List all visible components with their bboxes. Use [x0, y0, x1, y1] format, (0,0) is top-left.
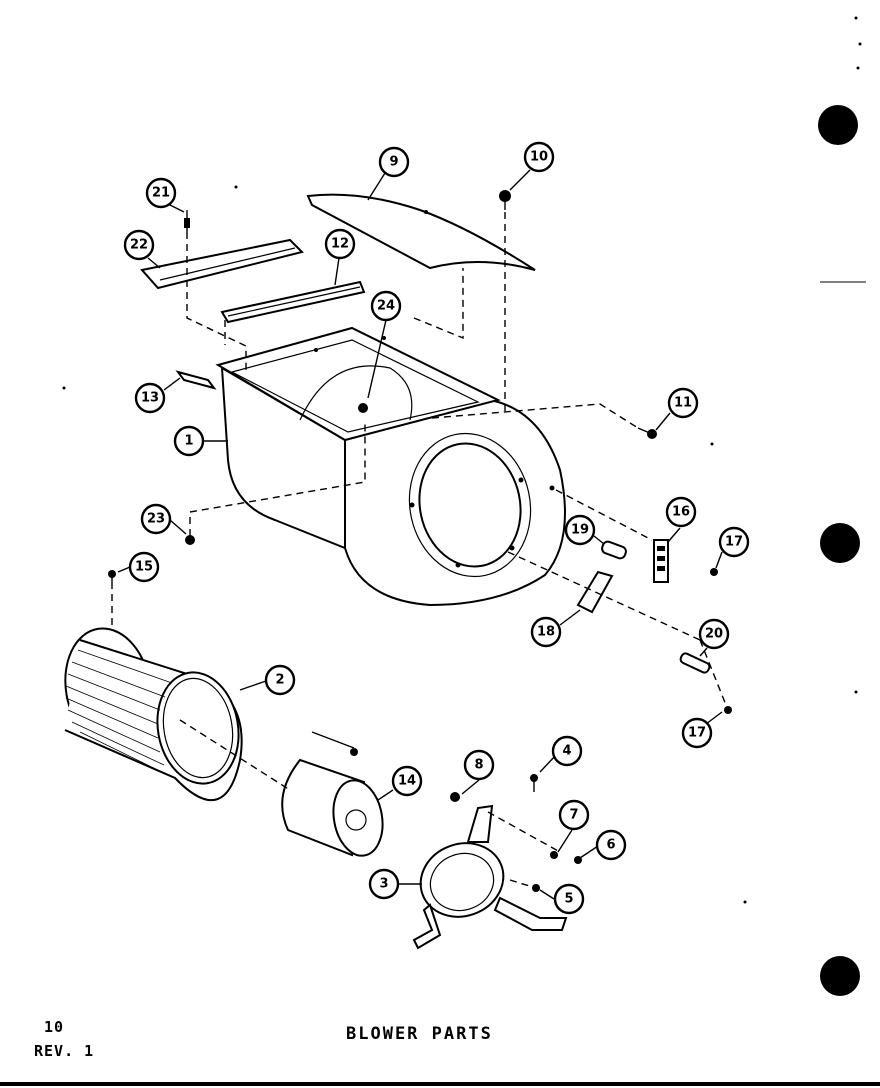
callout-16: 16: [665, 496, 697, 528]
callout-label: 18: [537, 625, 555, 640]
callout-24: 24: [370, 290, 402, 322]
leader-lines: [117, 169, 723, 900]
binder-hole-top: [818, 105, 858, 145]
callout-label: 20: [705, 627, 723, 642]
blower-housing: [215, 326, 566, 607]
callout-11: 11: [667, 387, 699, 419]
callout-label: 1: [184, 434, 193, 449]
scan-specks: [62, 16, 866, 904]
callout-6: 6: [595, 829, 627, 861]
callout-2: 2: [264, 664, 296, 696]
callout-3: 3: [368, 868, 400, 900]
motor-mount: [412, 774, 582, 950]
plate-18: [576, 570, 614, 614]
callout-label: 3: [379, 877, 388, 892]
callout-19: 19: [564, 514, 596, 546]
callout-21: 21: [145, 177, 177, 209]
terminal-block-16: [653, 539, 669, 583]
callout-label: 22: [130, 238, 148, 253]
callout-23: 23: [140, 503, 172, 535]
blower-wheel: [64, 627, 243, 802]
callout-20: 20: [698, 618, 730, 650]
callout-label: 13: [141, 391, 159, 406]
callout-label: 7: [569, 808, 578, 823]
callout-label: 15: [135, 560, 153, 575]
plug-19: [601, 540, 627, 560]
callout-8: 8: [463, 749, 495, 781]
callout-13: 13: [134, 382, 166, 414]
callout-label: 5: [564, 892, 573, 907]
screw-24: [358, 403, 368, 413]
callout-label: 17: [688, 726, 706, 741]
screw-23: [185, 535, 195, 545]
strip-22: [140, 238, 304, 290]
callout-label: 24: [377, 299, 395, 314]
binder-hole-bottom: [820, 956, 860, 996]
callout-12: 12: [324, 228, 356, 260]
callout-label: 14: [398, 774, 416, 789]
callout-5: 5: [553, 883, 585, 915]
callout-9: 9: [378, 146, 410, 178]
callout-label: 23: [147, 512, 165, 527]
bracket-13: [175, 370, 217, 390]
alignment-lines: [111, 212, 729, 889]
callout-15: 15: [128, 551, 160, 583]
callout-label: 8: [474, 758, 483, 773]
binder-hole-middle: [820, 523, 860, 563]
callout-18: 18: [530, 616, 562, 648]
callout-label: 4: [562, 744, 571, 759]
callout-label: 17: [725, 535, 743, 550]
bottom-border: [0, 1082, 880, 1086]
callout-22: 22: [123, 229, 155, 261]
callout-label: 21: [152, 186, 170, 201]
diagram-title: BLOWER PARTS: [346, 1024, 493, 1044]
nut-17a: [710, 568, 718, 576]
callout-label: 16: [672, 505, 690, 520]
page-number: 10: [44, 1018, 65, 1036]
callout-7: 7: [558, 799, 590, 831]
callout-17-lower: 17: [681, 717, 713, 749]
callout-label: 9: [389, 155, 398, 170]
screw-10: [499, 190, 511, 210]
revision-label: REV. 1: [34, 1042, 95, 1060]
callout-14: 14: [391, 765, 423, 797]
callout-label: 12: [331, 237, 349, 252]
callout-label: 11: [674, 396, 692, 411]
callout-17-upper: 17: [718, 526, 750, 558]
callout-4: 4: [551, 735, 583, 767]
screw-15: [108, 570, 116, 582]
blower-motor: [281, 731, 384, 857]
callout-1: 1: [173, 425, 205, 457]
callout-label: 10: [530, 150, 548, 165]
strip-12: [220, 280, 366, 324]
callout-label: 2: [275, 673, 284, 688]
sleeve-20: [679, 652, 711, 674]
top-cover-plate: [306, 193, 536, 271]
screw-21: [184, 210, 190, 232]
screw-11: [637, 427, 657, 439]
callout-label: 19: [571, 523, 589, 538]
callout-label: 6: [606, 838, 615, 853]
callout-10: 10: [523, 141, 555, 173]
